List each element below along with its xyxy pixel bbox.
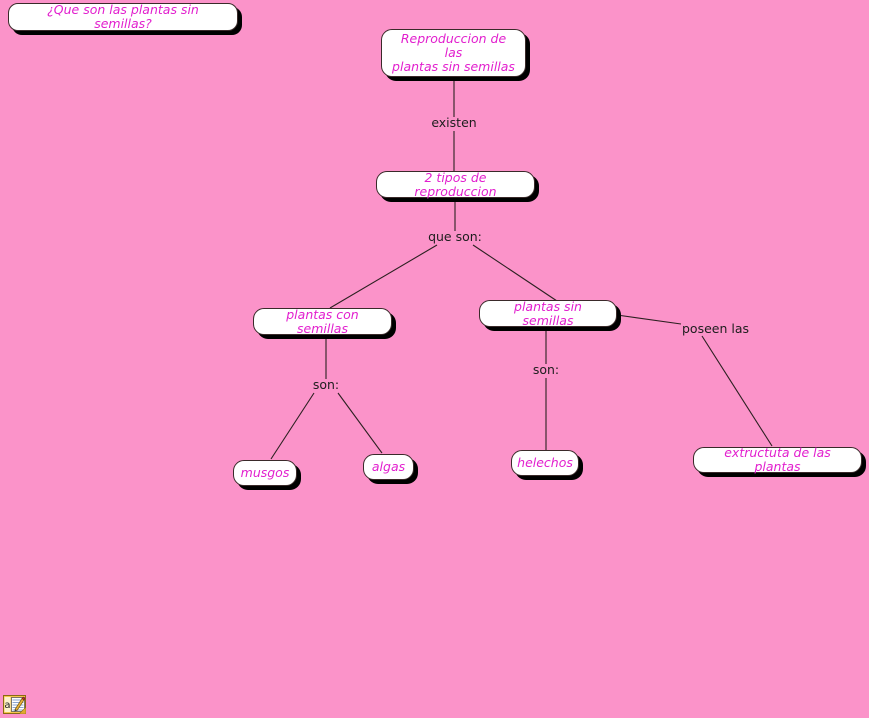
link-label-son-izquierda[interactable]: son: <box>312 377 340 392</box>
edge-son-algas <box>337 392 383 454</box>
node-reproduccion-plantas-sin-semillas[interactable]: Reproduccion de las plantas sin semillas <box>381 29 526 77</box>
node-plantas-con-semillas[interactable]: plantas con semillas <box>253 307 392 335</box>
note-annotation-icon[interactable]: a <box>3 695 27 715</box>
focus-question-box[interactable]: ¿Que son las plantas sin semillas? <box>8 3 238 31</box>
link-label-que-son[interactable]: que son: <box>428 229 482 244</box>
edge-quesons-sinsemillas <box>472 244 558 302</box>
edge-son-musgos <box>270 392 315 460</box>
link-label-existen[interactable]: existen <box>431 115 477 130</box>
node-algas[interactable]: algas <box>363 454 414 480</box>
node-2-tipos-de-reproduccion[interactable]: 2 tipos de reproduccion <box>376 170 535 198</box>
node-extructuta-de-las-plantas[interactable]: extructuta de las plantas <box>693 446 862 474</box>
note-annotation-icon-glyph: a <box>3 695 27 715</box>
edge-poseenlas-estructura <box>701 335 773 447</box>
svg-text:a: a <box>4 700 10 711</box>
node-helechos[interactable]: helechos <box>511 450 579 476</box>
node-musgos[interactable]: musgos <box>233 460 297 486</box>
node-plantas-sin-semillas[interactable]: plantas sin semillas <box>479 299 617 327</box>
edge-sinsemillas-poseenlas <box>616 314 682 325</box>
edge-quesons-consemillas <box>329 244 438 309</box>
link-label-poseen-las[interactable]: poseen las <box>682 321 750 336</box>
link-label-son-derecha[interactable]: son: <box>532 362 560 377</box>
